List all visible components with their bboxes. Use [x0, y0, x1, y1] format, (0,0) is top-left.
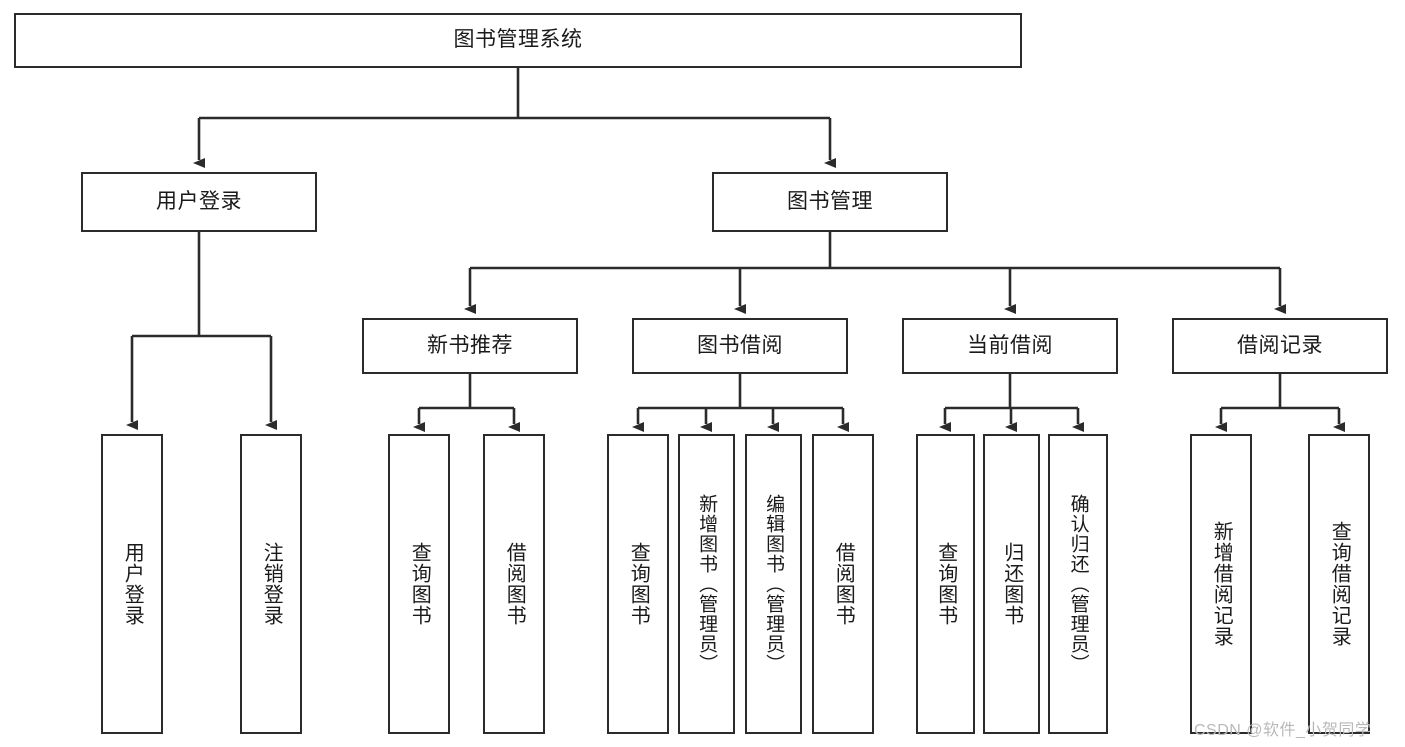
node-leaf-logout-label: 注销登录 — [260, 542, 283, 626]
node-leaf-borrow-book-label: 借阅图书 — [832, 542, 855, 626]
node-user-login-label: 用户登录 — [156, 189, 242, 213]
node-leaf-query-book-current-label: 查询图书 — [934, 542, 957, 626]
node-leaf-return-book-label: 归还图书 — [1000, 542, 1023, 626]
node-book-borrow-label: 图书借阅 — [697, 333, 783, 357]
node-new-book-recommend-label: 新书推荐 — [427, 333, 513, 357]
node-leaf-query-book-current[interactable]: 查询图书 — [916, 434, 975, 734]
node-current-borrow[interactable]: 当前借阅 — [902, 318, 1118, 374]
node-leaf-add-book-label: 新增图书（管理员） — [696, 494, 718, 674]
csdn-watermark: CSDN @软件_小贺同学 — [1194, 722, 1372, 739]
node-leaf-query-book-recommend[interactable]: 查询图书 — [388, 434, 450, 734]
node-leaf-borrow-book-recommend-label: 借阅图书 — [503, 542, 526, 626]
node-leaf-edit-book[interactable]: 编辑图书（管理员） — [745, 434, 802, 734]
node-leaf-add-borrow-record-label: 新增借阅记录 — [1210, 521, 1233, 647]
node-book-borrow[interactable]: 图书借阅 — [632, 318, 848, 374]
node-leaf-query-book-borrow-label: 查询图书 — [627, 542, 650, 626]
node-root-label: 图书管理系统 — [453, 28, 583, 52]
node-leaf-logout[interactable]: 注销登录 — [240, 434, 302, 734]
node-borrow-records-label: 借阅记录 — [1237, 333, 1323, 357]
node-leaf-borrow-book[interactable]: 借阅图书 — [812, 434, 874, 734]
node-user-login[interactable]: 用户登录 — [81, 172, 317, 232]
node-current-borrow-label: 当前借阅 — [967, 333, 1053, 357]
node-leaf-user-login[interactable]: 用户登录 — [101, 434, 163, 734]
node-root[interactable]: 图书管理系统 — [14, 13, 1022, 68]
node-leaf-return-book[interactable]: 归还图书 — [983, 434, 1040, 734]
node-leaf-query-borrow-record-label: 查询借阅记录 — [1328, 521, 1351, 647]
node-leaf-borrow-book-recommend[interactable]: 借阅图书 — [483, 434, 545, 734]
node-leaf-edit-book-label: 编辑图书（管理员） — [763, 494, 785, 674]
node-book-manage-label: 图书管理 — [787, 189, 873, 213]
node-book-manage[interactable]: 图书管理 — [712, 172, 948, 232]
node-new-book-recommend[interactable]: 新书推荐 — [362, 318, 578, 374]
node-leaf-confirm-return[interactable]: 确认归还（管理员） — [1048, 434, 1108, 734]
node-leaf-user-login-label: 用户登录 — [121, 542, 144, 626]
node-leaf-confirm-return-label: 确认归还（管理员） — [1067, 494, 1089, 674]
node-leaf-add-borrow-record[interactable]: 新增借阅记录 — [1190, 434, 1252, 734]
node-leaf-query-book-borrow[interactable]: 查询图书 — [607, 434, 669, 734]
node-leaf-query-book-recommend-label: 查询图书 — [408, 542, 431, 626]
node-leaf-add-book[interactable]: 新增图书（管理员） — [678, 434, 735, 734]
node-leaf-query-borrow-record[interactable]: 查询借阅记录 — [1308, 434, 1370, 734]
node-borrow-records[interactable]: 借阅记录 — [1172, 318, 1388, 374]
